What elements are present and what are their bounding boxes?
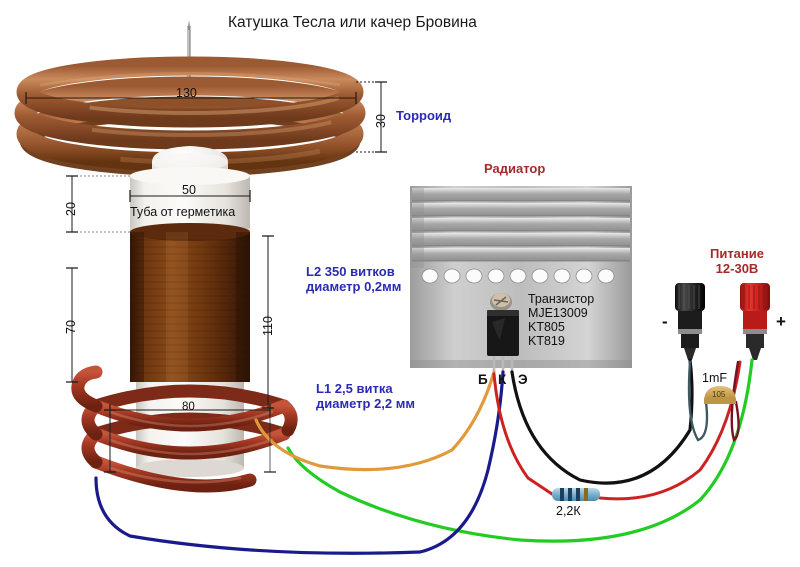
l1-primary-coil xyxy=(71,365,298,493)
label-l2-diameter: диаметр 0,2мм xyxy=(306,279,402,294)
label-heatsink: Радиатор xyxy=(484,161,546,176)
resistor xyxy=(552,488,600,501)
dimension-tube-height: 20 xyxy=(64,202,78,216)
label-pin-collector: К xyxy=(498,372,507,387)
label-capacitor-code: 105 xyxy=(712,390,726,399)
page-title: Катушка Тесла или качер Бровина xyxy=(228,14,477,31)
wire-group xyxy=(94,358,754,555)
heatsink-fins xyxy=(410,188,630,268)
label-transistor-title: Транзистор xyxy=(528,292,595,306)
dimension-toroid-diameter: 130 xyxy=(176,86,197,100)
mounting-screw xyxy=(490,293,512,311)
label-l1-turns: L1 2,5 витка xyxy=(316,381,393,396)
heatsink xyxy=(410,186,632,368)
wire-base-to-resistor xyxy=(492,372,554,496)
label-transistor-mje13009: MJE13009 xyxy=(528,306,588,320)
label-pin-base: Б xyxy=(478,372,488,387)
label-l2-turns: L2 350 витков xyxy=(306,264,395,279)
dimension-base-width: 80 xyxy=(182,401,195,413)
terminal-positive xyxy=(740,283,770,360)
wire-l1-to-base xyxy=(254,370,496,472)
dimension-lines xyxy=(25,81,387,473)
dimension-coil-height: 70 xyxy=(64,320,78,334)
transistor xyxy=(487,293,519,372)
label-toroid: Торроид xyxy=(396,108,452,123)
label-capacitor: 1mF xyxy=(702,371,727,385)
dimension-tube-width: 50 xyxy=(182,183,196,197)
label-power-voltage: 12-30В xyxy=(715,261,759,276)
terminal-negative xyxy=(675,283,705,360)
label-pin-emitter: Э xyxy=(518,372,528,387)
label-resistor: 2,2К xyxy=(556,504,581,518)
heatsink-holes xyxy=(421,268,615,284)
label-transistor-kt805: KT805 xyxy=(528,320,565,334)
label-terminal-plus: + xyxy=(776,312,786,331)
label-l1-diameter: диаметр 2,2 мм xyxy=(316,396,415,411)
wire-minus-to-capacitor xyxy=(687,360,709,442)
label-transistor-kt819: KT819 xyxy=(528,334,565,348)
wire-l1-to-supply xyxy=(286,358,754,543)
label-power-supply: Питание xyxy=(709,246,764,261)
capacitor xyxy=(704,386,736,404)
dimension-total-height: 110 xyxy=(261,316,275,336)
wire-l1-to-collector xyxy=(94,370,505,555)
wire-plus-to-capacitor xyxy=(730,360,740,442)
wire-emitter-to-minus xyxy=(510,358,694,485)
l2-secondary-winding xyxy=(130,223,250,382)
label-sealant-tube: Туба от герметика xyxy=(130,205,236,219)
label-terminal-minus: - xyxy=(662,312,668,331)
dimension-toroid-height: 30 xyxy=(374,114,388,128)
